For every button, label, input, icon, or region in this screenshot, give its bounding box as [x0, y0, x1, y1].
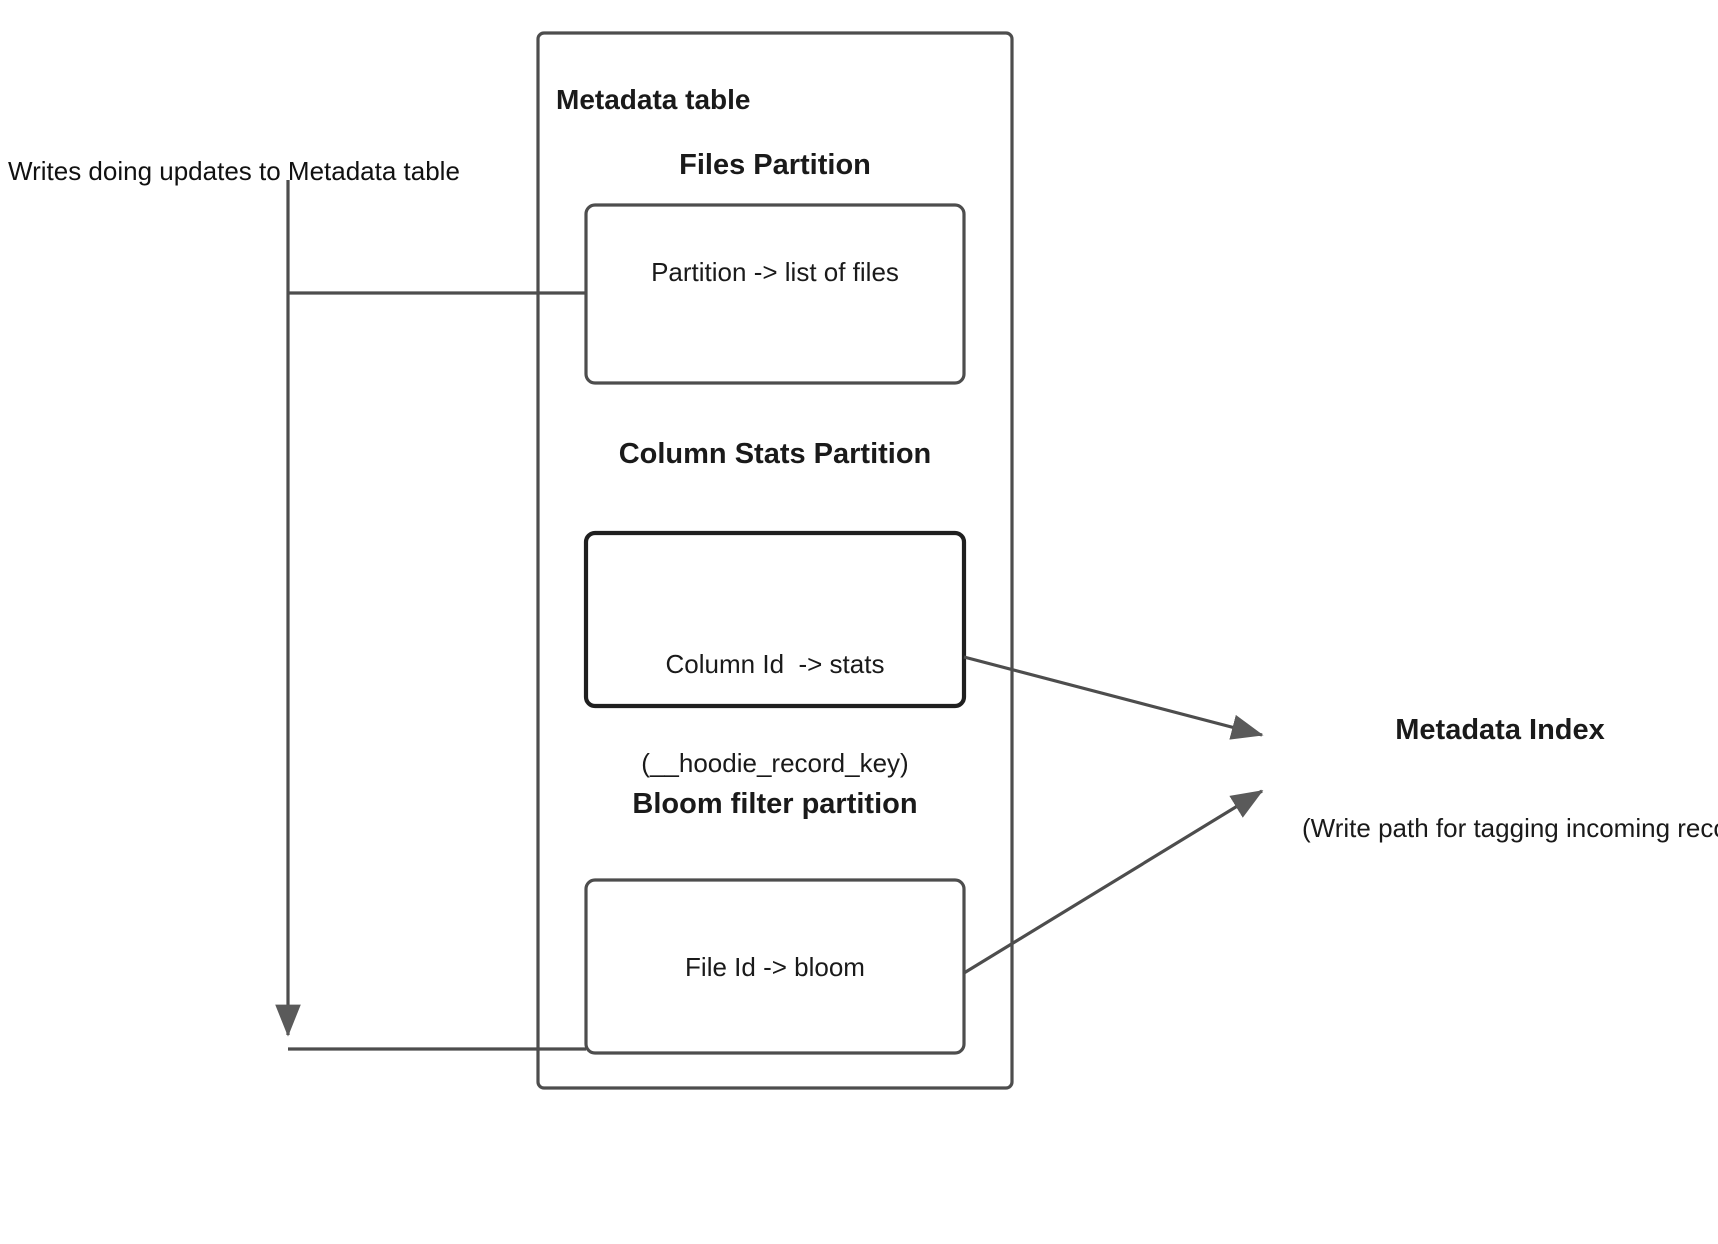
arrow-colstats-to-metadata-index: [963, 655, 1264, 740]
column-stats-partition-heading: Column Stats Partition: [586, 436, 964, 473]
writes-updates-note: Writes doing updates to Metadata table: [8, 156, 460, 186]
metadata-index-caption: (Write path for tagging incoming records…: [1302, 813, 1718, 843]
bloom-filter-box-label: File Id -> bloom: [685, 952, 865, 982]
column-stats-box-label-line1: Column Id -> stats: [665, 648, 885, 679]
column-stats-heading-line1: Column Stats Partition: [618, 438, 932, 470]
metadata-table-label: Metadata table: [556, 84, 751, 115]
files-partition-box-label: Partition -> list of files: [651, 257, 899, 287]
files-partition-box: [584, 203, 966, 385]
metadata-table-container: [536, 31, 1014, 1090]
arrow-bloom-to-metadata-index: [963, 789, 1264, 975]
files-partition-heading: Files Partition: [679, 149, 871, 181]
metadata-index-title: Metadata Index: [1395, 714, 1605, 746]
column-stats-box-label-line2: (__hoodie_record_key): [641, 748, 909, 779]
bloom-filter-partition-heading: Bloom filter partition: [632, 788, 918, 820]
column-stats-box-label: Column Id -> stats (__hoodie_record_key): [586, 581, 964, 847]
